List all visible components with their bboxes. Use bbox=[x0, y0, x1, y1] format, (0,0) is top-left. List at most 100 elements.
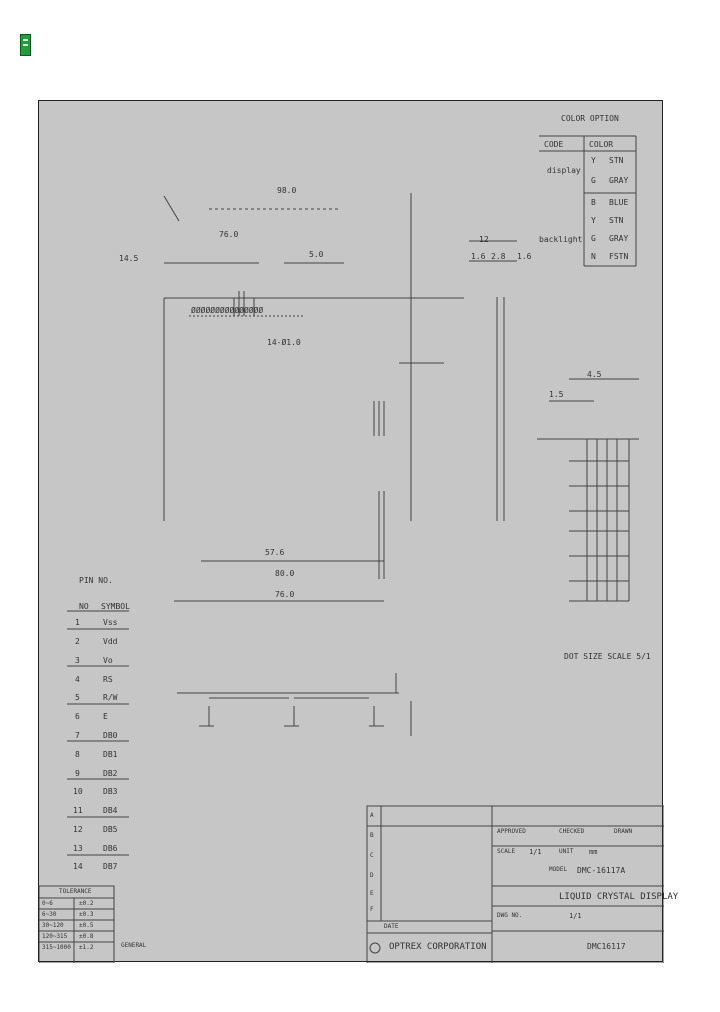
pin-table-header-symbol: SYMBOL bbox=[101, 602, 130, 611]
color-code: Y bbox=[591, 156, 596, 165]
color-code: N bbox=[591, 252, 596, 261]
scale-value: 1/1 bbox=[529, 848, 542, 856]
approved-label: APPROVED bbox=[497, 828, 526, 835]
rev-letter: B bbox=[370, 832, 374, 839]
tolerance-value: ±0.2 bbox=[79, 900, 94, 907]
tolerance-value: ±1.2 bbox=[79, 944, 94, 951]
tolerance-note: GENERAL bbox=[121, 942, 147, 949]
model-label: MODEL bbox=[549, 866, 568, 873]
color-name: STN bbox=[609, 156, 624, 165]
rev-letter: C bbox=[370, 852, 374, 859]
dim-lower-width-1: 80.0 bbox=[275, 569, 295, 578]
date-label: DATE bbox=[384, 923, 399, 930]
color-table-title: COLOR OPTION bbox=[561, 114, 619, 123]
pin-symbol: DB2 bbox=[103, 769, 118, 778]
pin-no: 13 bbox=[73, 844, 83, 853]
pin-symbol: RS bbox=[103, 675, 113, 684]
tolerance-range: 0~6 bbox=[42, 900, 53, 907]
pin-symbol: DB7 bbox=[103, 862, 118, 871]
color-name: GRAY bbox=[609, 176, 629, 185]
pin-no: 3 bbox=[75, 656, 80, 665]
color-table-header-color: COLOR bbox=[589, 140, 614, 149]
dim-side-c: 2.8 bbox=[491, 252, 506, 261]
pin-no: 2 bbox=[75, 637, 80, 646]
dim-lower-width-2: 76.0 bbox=[275, 590, 295, 599]
pin-row: ØØØØØØØØØØØØØØØ bbox=[191, 306, 264, 315]
tolerance-range: 6~30 bbox=[42, 911, 57, 918]
dim-left-offset: 14.5 bbox=[119, 254, 139, 263]
pin-no: 5 bbox=[75, 693, 80, 702]
document-file-icon bbox=[20, 34, 31, 56]
dim-active-area: 57.6 bbox=[265, 548, 285, 557]
unit-label: UNIT bbox=[559, 848, 574, 855]
color-name: STN bbox=[609, 216, 624, 225]
tolerance-range: 30~120 bbox=[42, 922, 64, 929]
color-table-header-code: CODE bbox=[544, 140, 564, 149]
dim-dot-matrix: 5.0 bbox=[309, 250, 324, 259]
color-name: BLUE bbox=[609, 198, 629, 207]
pin-no: 11 bbox=[73, 806, 83, 815]
pin-symbol: Vdd bbox=[103, 637, 118, 646]
rev-letter: F bbox=[370, 906, 374, 913]
dwg-number: DMC16117 bbox=[587, 942, 626, 951]
model-number: DMC-16117A bbox=[577, 866, 626, 875]
color-code: B bbox=[591, 198, 596, 207]
color-name: FSTN bbox=[609, 252, 629, 261]
pin-no: 12 bbox=[73, 825, 83, 834]
tolerance-range: 315~1000 bbox=[42, 944, 71, 951]
dwg-no-label: DWG NO. bbox=[497, 912, 523, 919]
sheet-value: 1/1 bbox=[569, 912, 582, 920]
color-code: Y bbox=[591, 216, 596, 225]
pin-no: 1 bbox=[75, 618, 80, 627]
dim-overall-width: 98.0 bbox=[277, 186, 297, 195]
dim-view-area: 76.0 bbox=[219, 230, 239, 239]
pin-symbol: E bbox=[103, 712, 108, 721]
pin-symbol: DB3 bbox=[103, 787, 118, 796]
tolerance-value: ±0.5 bbox=[79, 922, 94, 929]
unit-value: mm bbox=[589, 848, 598, 856]
mechanical-drawing bbox=[39, 135, 664, 963]
pin-symbol: Vo bbox=[103, 656, 113, 665]
drawn-label: DRAWN bbox=[614, 828, 633, 835]
pin-symbol: DB1 bbox=[103, 750, 118, 759]
dim-side-a: 12 bbox=[479, 235, 489, 244]
pin-symbol: DB4 bbox=[103, 806, 118, 815]
color-row-label-backlight: backlight bbox=[539, 235, 583, 244]
pin-no: 6 bbox=[75, 712, 80, 721]
scale-label: SCALE bbox=[497, 848, 516, 855]
pin-no: 7 bbox=[75, 731, 80, 740]
detail-label: DOT SIZE SCALE 5/1 bbox=[564, 652, 651, 661]
rev-letter: E bbox=[370, 890, 374, 897]
company-name: OPTREX CORPORATION bbox=[389, 942, 487, 952]
pin-table-header-no: NO bbox=[79, 602, 89, 611]
tolerance-value: ±0.8 bbox=[79, 933, 94, 940]
color-row-label-display: display bbox=[547, 166, 581, 175]
tolerance-value: ±0.3 bbox=[79, 911, 94, 918]
rev-letter: D bbox=[370, 872, 374, 879]
color-code: G bbox=[591, 176, 596, 185]
dim-side-d: 1.6 bbox=[517, 252, 532, 261]
dim-side-e: 4.5 bbox=[587, 370, 602, 379]
pin-table-title: PIN NO. bbox=[79, 576, 113, 585]
color-code: G bbox=[591, 234, 596, 243]
pin-no: 8 bbox=[75, 750, 80, 759]
pin-symbol: DB5 bbox=[103, 825, 118, 834]
dim-pin-count: 14-Ø1.0 bbox=[267, 338, 301, 347]
tolerance-title: TOLERANCE bbox=[59, 888, 92, 895]
pin-no: 10 bbox=[73, 787, 83, 796]
drawing-sheet: 98.0 76.0 5.0 14.5 ØØØØØØØØØØØØØØØ 14-Ø1… bbox=[38, 100, 678, 963]
pin-symbol: R/W bbox=[103, 693, 118, 702]
pin-no: 14 bbox=[73, 862, 83, 871]
pin-no: 9 bbox=[75, 769, 80, 778]
drawing-title: LIQUID CRYSTAL DISPLAY bbox=[559, 892, 679, 902]
dim-side-b: 1.6 bbox=[471, 252, 486, 261]
pin-symbol: DB6 bbox=[103, 844, 118, 853]
color-name: GRAY bbox=[609, 234, 629, 243]
checked-label: CHECKED bbox=[559, 828, 585, 835]
pin-no: 4 bbox=[75, 675, 80, 684]
tolerance-range: 120~315 bbox=[42, 933, 68, 940]
rev-letter: A bbox=[370, 812, 374, 819]
dim-side-f: 1.5 bbox=[549, 390, 564, 399]
pin-symbol: DB0 bbox=[103, 731, 118, 740]
pin-symbol: Vss bbox=[103, 618, 118, 627]
